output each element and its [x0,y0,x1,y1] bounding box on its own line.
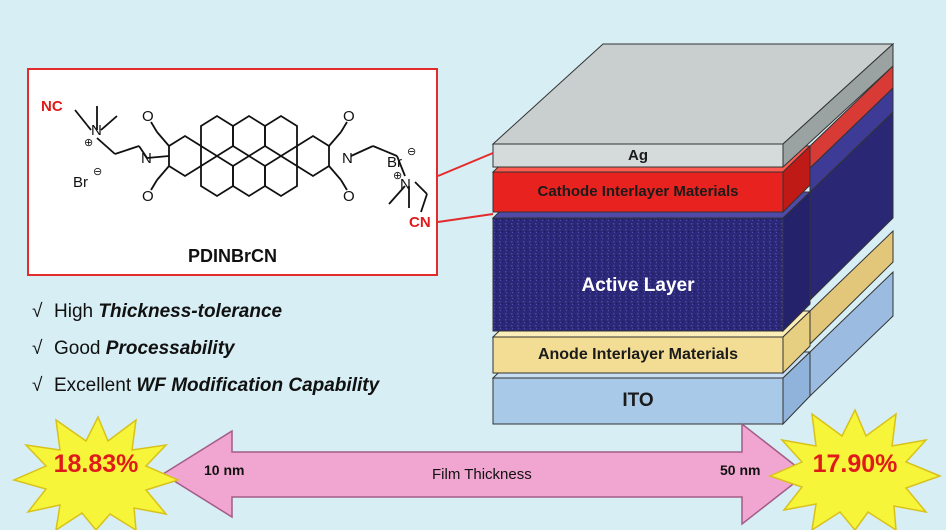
callout-connector [437,152,494,223]
layer-label-ito: ITO [622,390,654,411]
thickness-max-label: 50 nm [720,462,761,478]
imide-n-right: N [342,150,353,167]
efficiency-label-right: 17.90% [812,450,898,478]
ammonium-n-left: N [91,122,102,139]
layer-ag [491,42,895,398]
feature-prefix: High [54,301,99,322]
cyano-label-left: NC [41,98,63,115]
device-stack [491,42,895,426]
layer-label-ag: Ag [628,147,648,164]
efficiency-burst-right [767,408,943,530]
minus-charge-right: ⊖ [407,146,417,158]
feature-emphasis: Thickness-tolerance [98,301,283,322]
check-icon: √ [32,375,43,396]
efficiency-label-left: 18.83% [53,450,139,478]
ammonium-n-right: N [400,176,411,193]
layer-active [491,190,812,333]
feature-item: √ Good Processability [32,335,379,372]
cyano-label-right: CN [409,214,431,231]
feature-emphasis: WF Modification Capability [136,375,380,396]
chemical-structure-box: NC N ⊕ Br ⊖ N O O N O O Br ⊖ N ⊕ CN PDIN… [27,68,438,276]
imide-n-left: N [141,150,152,167]
plus-charge-right: ⊕ [393,170,403,182]
molecule-structure [74,106,428,213]
check-icon: √ [32,338,43,359]
bromide-label-left: Br [73,174,88,191]
layer-label-active: Active Layer [581,275,695,296]
minus-charge-left: ⊖ [93,166,103,178]
carbonyl-o-bottom-right: O [343,188,355,205]
bromide-label-right: Br [387,154,402,171]
feature-prefix: Excellent [54,375,137,396]
check-icon: √ [32,301,43,322]
thickness-axis-label: Film Thickness [432,466,532,483]
carbonyl-o-top-left: O [142,108,154,125]
plus-charge-left: ⊕ [84,137,94,149]
molecule-bonds [74,106,428,213]
feature-item: √ High Thickness-tolerance [32,298,379,335]
compound-name: PDINBrCN [187,246,277,266]
feature-emphasis: Processability [105,338,235,359]
carbonyl-o-top-right: O [343,108,355,125]
feature-list: √ High Thickness-tolerance √ Good Processa… [32,298,379,409]
feature-prefix: Good [54,338,106,359]
carbonyl-o-bottom-left: O [142,188,154,205]
efficiency-burst-left [11,415,181,530]
layer-label-cathode: Cathode Interlayer Materials [537,183,739,200]
thickness-min-label: 10 nm [204,462,245,478]
layer-label-anode: Anode Interlayer Materials [537,346,739,363]
feature-item: √ Excellent WF Modification Capability [32,372,379,409]
